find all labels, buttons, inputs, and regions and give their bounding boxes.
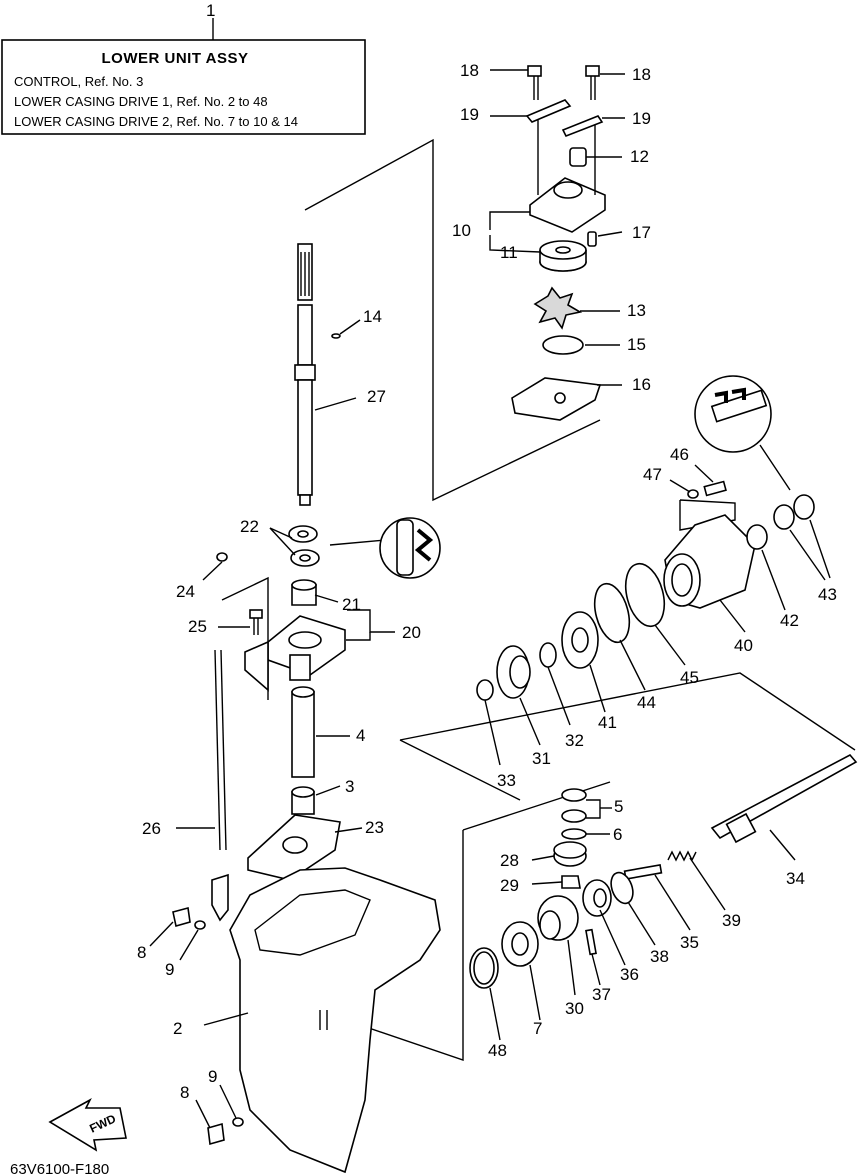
callout-23: 23 — [365, 818, 384, 837]
callout-20: 20 — [402, 623, 421, 642]
callout-37: 37 — [592, 985, 611, 1004]
drive-shaft — [294, 243, 316, 506]
callout-9-upper: 9 — [165, 960, 174, 979]
callout-29: 29 — [500, 876, 519, 895]
callout-33: 33 — [497, 771, 516, 790]
callout-18-right: 18 — [632, 65, 651, 84]
callout-25: 25 — [188, 617, 207, 636]
callout-18-left: 18 — [460, 61, 479, 80]
callout-15: 15 — [627, 335, 646, 354]
callout-numbers: 1 18 18 19 19 12 10 11 17 13 15 16 14 27… — [137, 1, 837, 1102]
callout-35: 35 — [680, 933, 699, 952]
oil-seal-housing — [216, 552, 346, 692]
shift-rod — [211, 649, 229, 922]
callout-41: 41 — [598, 713, 617, 732]
callout-24: 24 — [176, 582, 195, 601]
callout-47: 47 — [643, 465, 662, 484]
box-line-drive-1: LOWER CASING DRIVE 1, Ref. No. 2 to 48 — [14, 94, 268, 109]
callout-32: 32 — [565, 731, 584, 750]
callout-36: 36 — [620, 965, 639, 984]
callout-12: 12 — [630, 147, 649, 166]
callout-6: 6 — [613, 825, 622, 844]
callout-39: 39 — [722, 911, 741, 930]
fwd-arrow: FWD — [48, 1098, 127, 1152]
lower-casing — [229, 867, 441, 1174]
callout-48: 48 — [488, 1041, 507, 1060]
box-line-control: CONTROL, Ref. No. 3 — [14, 74, 143, 89]
bearings-22 — [288, 517, 441, 579]
callout-30: 30 — [565, 999, 584, 1018]
callout-21: 21 — [342, 595, 361, 614]
callout-3: 3 — [345, 777, 354, 796]
callout-40: 40 — [734, 636, 753, 655]
callout-42: 42 — [780, 611, 799, 630]
callout-26: 26 — [142, 819, 161, 838]
box-line-drive-2: LOWER CASING DRIVE 2, Ref. No. 7 to 10 &… — [14, 114, 298, 129]
callout-13: 13 — [627, 301, 646, 320]
callout-2: 2 — [173, 1019, 182, 1038]
callout-44: 44 — [637, 693, 656, 712]
callout-46: 46 — [670, 445, 689, 464]
callout-7: 7 — [533, 1019, 542, 1038]
callout-4: 4 — [356, 726, 365, 745]
callout-17: 17 — [632, 223, 651, 242]
reverse-gear-group — [476, 375, 815, 701]
propeller-shaft-group — [469, 753, 858, 989]
callout-8-upper: 8 — [137, 943, 146, 962]
callout-16: 16 — [632, 375, 651, 394]
callout-8-lower: 8 — [180, 1083, 189, 1102]
callout-9-lower: 9 — [208, 1067, 217, 1086]
callout-19-left: 19 — [460, 105, 479, 124]
callout-10: 10 — [452, 221, 471, 240]
callout-38: 38 — [650, 947, 669, 966]
callout-28: 28 — [500, 851, 519, 870]
callout-27: 27 — [367, 387, 386, 406]
box-title: LOWER UNIT ASSY — [102, 50, 249, 67]
water-pump-group — [331, 65, 606, 421]
callout-45: 45 — [680, 668, 699, 687]
callout-22: 22 — [240, 517, 259, 536]
callout-43: 43 — [818, 585, 837, 604]
callout-11: 11 — [500, 243, 518, 262]
callout-5: 5 — [614, 797, 623, 816]
lower-unit-assy-box: LOWER UNIT ASSY CONTROL, Ref. No. 3 LOWE… — [1, 18, 366, 135]
callout-1: 1 — [206, 1, 215, 20]
figure-code: 63V6100-F180 — [10, 1161, 109, 1176]
callout-19-right: 19 — [632, 109, 651, 128]
leader-lines — [149, 69, 831, 1129]
callout-14: 14 — [363, 307, 382, 326]
callout-34: 34 — [786, 869, 805, 888]
callout-31: 31 — [532, 749, 551, 768]
